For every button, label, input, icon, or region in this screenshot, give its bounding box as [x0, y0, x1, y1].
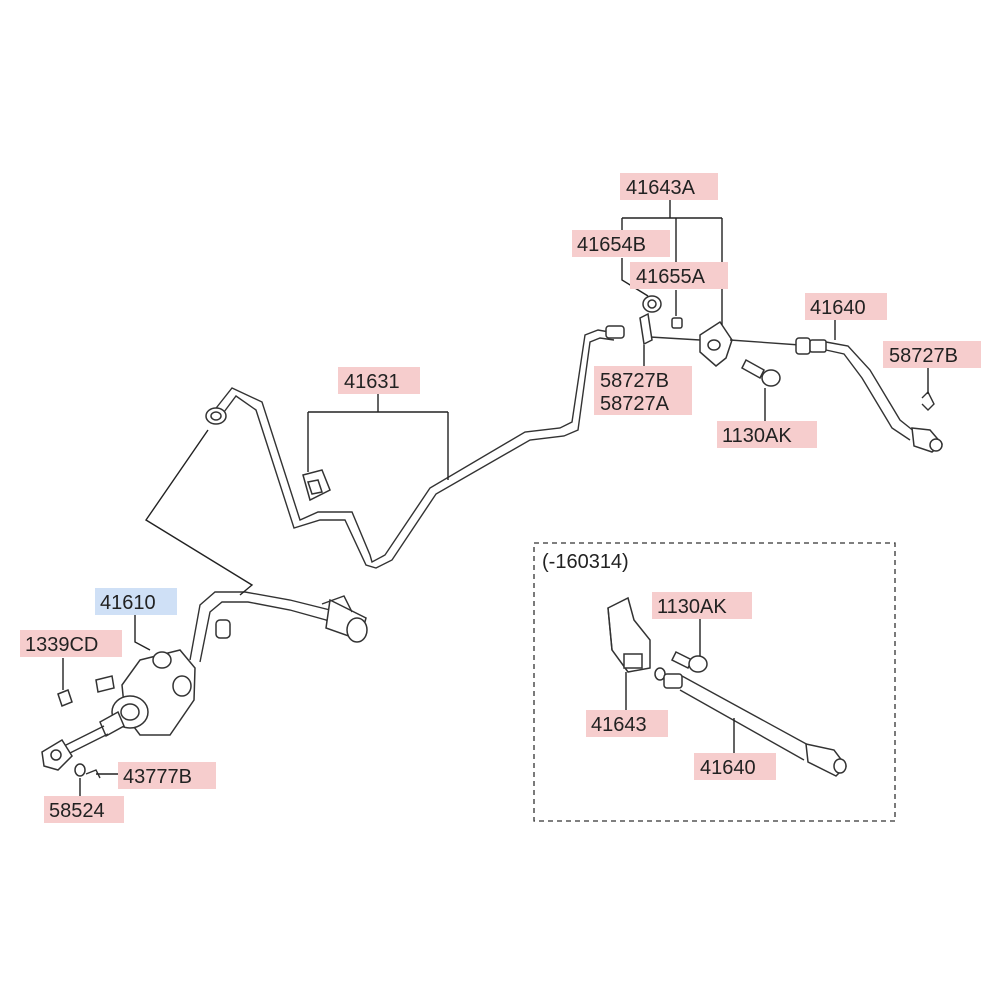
svg-text:1339CD: 1339CD [25, 634, 98, 656]
label-41643A[interactable]: 41643A [620, 173, 718, 200]
grommet-41654B [642, 295, 662, 313]
hose-41640-inset [654, 667, 847, 777]
label-1130AK-inset[interactable]: 1130AK [652, 592, 752, 619]
label-41640-inset[interactable]: 41640 [694, 753, 776, 780]
svg-text:41631: 41631 [344, 371, 400, 393]
hose-41640-top [795, 337, 944, 453]
pin-58524 [74, 763, 86, 777]
svg-text:41610: 41610 [100, 592, 156, 614]
svg-text:58524: 58524 [49, 800, 105, 822]
label-58727B-right[interactable]: 58727B [883, 341, 981, 368]
svg-text:58727B: 58727B [889, 345, 958, 367]
master-cylinder-41610 [41, 591, 368, 771]
svg-text:41654B: 41654B [577, 234, 646, 256]
tube-clip [302, 469, 331, 502]
clip-58727-mid [639, 312, 653, 346]
clip-58727B-right [921, 390, 935, 411]
bracket-41643A [649, 320, 801, 367]
nut-41655A [671, 317, 683, 329]
label-41654B[interactable]: 41654B [572, 230, 670, 257]
label-1339CD[interactable]: 1339CD [20, 630, 122, 657]
label-41610[interactable]: 41610 [95, 588, 177, 615]
bracket-41643 [607, 596, 651, 673]
svg-text:43777B: 43777B [123, 766, 192, 788]
tube-41631 [212, 329, 616, 569]
svg-text:58727A: 58727A [600, 393, 670, 415]
connection-line [145, 429, 254, 596]
svg-text:58727B: 58727B [600, 370, 669, 392]
label-1130AK-top[interactable]: 1130AK [717, 421, 817, 448]
svg-text:41643: 41643 [591, 714, 647, 736]
svg-text:1130AK: 1130AK [657, 596, 727, 618]
inset-box: (-160314) [533, 542, 896, 822]
svg-text:41655A: 41655A [636, 266, 706, 288]
bolt-1130AK-inset [670, 650, 708, 673]
bolt-1130AK-top [741, 358, 781, 387]
label-41640-top[interactable]: 41640 [805, 293, 887, 320]
svg-text:1130AK: 1130AK [722, 425, 792, 447]
svg-text:41640: 41640 [700, 757, 756, 779]
inset-title: (-160314) [542, 551, 629, 573]
label-58524[interactable]: 58524 [44, 796, 124, 823]
clip-43777B [85, 769, 101, 779]
label-41643[interactable]: 41643 [586, 710, 668, 737]
label-43777B[interactable]: 43777B [118, 762, 216, 789]
leader-lines [62, 200, 929, 796]
tube-fitting-left [205, 407, 227, 425]
label-58727B-mid[interactable]: 58727B [594, 366, 692, 393]
svg-text:41643A: 41643A [626, 177, 696, 199]
tube-end-fitting [605, 325, 625, 339]
svg-text:41640: 41640 [810, 297, 866, 319]
label-41631[interactable]: 41631 [338, 367, 420, 394]
nut-1339CD [57, 675, 115, 707]
label-58727A[interactable]: 58727A [594, 390, 692, 415]
label-41655A[interactable]: 41655A [630, 262, 728, 289]
